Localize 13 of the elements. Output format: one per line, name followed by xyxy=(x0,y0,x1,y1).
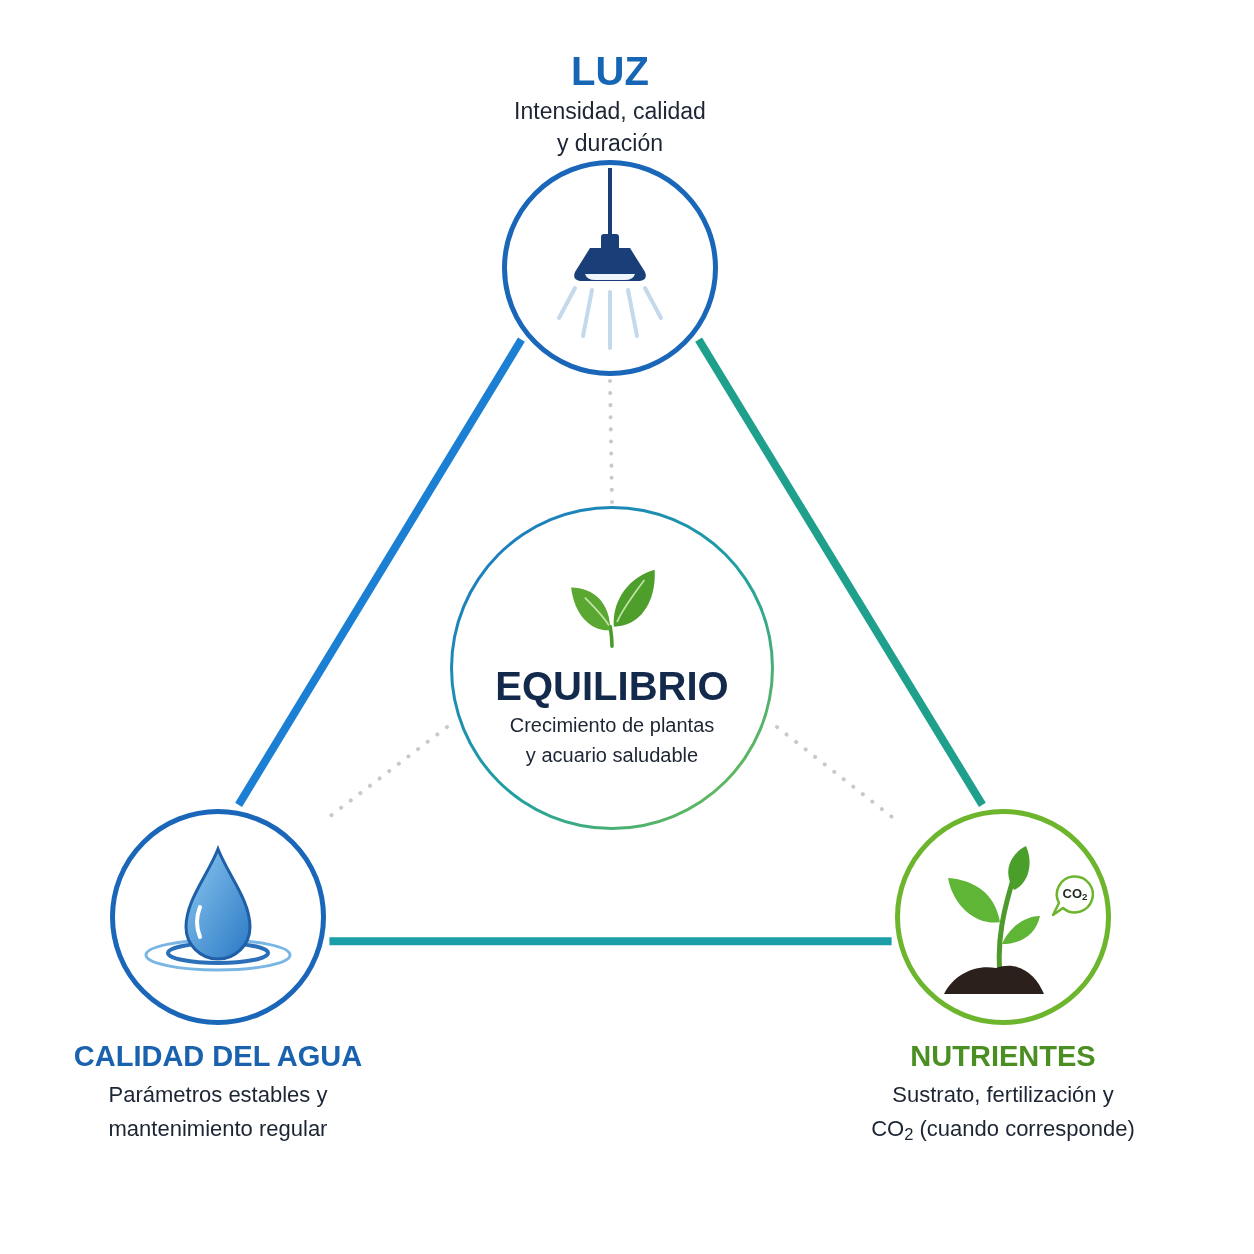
category-description: Intensidad, calidad y duración xyxy=(513,97,707,158)
category-title: CALIDAD DEL AGUA xyxy=(72,1039,364,1074)
dotted-connector xyxy=(608,378,614,504)
category-title: NUTRIENTES xyxy=(909,1039,1097,1074)
connector-line xyxy=(695,337,986,807)
category-description: Sustrato, fertilización y CO$_{2}$ (cuando corresponde) xyxy=(870,1081,1136,1146)
connector-line xyxy=(235,337,525,807)
co2-speech-bubble: CO$_{2}$ xyxy=(1050,875,1094,919)
category-description: Parámetros estables y mantenimiento regular xyxy=(107,1081,329,1143)
dotted-connector xyxy=(775,725,894,819)
center-title: EQUILIBRIO xyxy=(495,663,729,710)
category-title: LUZ xyxy=(570,48,650,95)
center-description: Crecimiento de plantas y acuario saludable xyxy=(508,713,716,768)
